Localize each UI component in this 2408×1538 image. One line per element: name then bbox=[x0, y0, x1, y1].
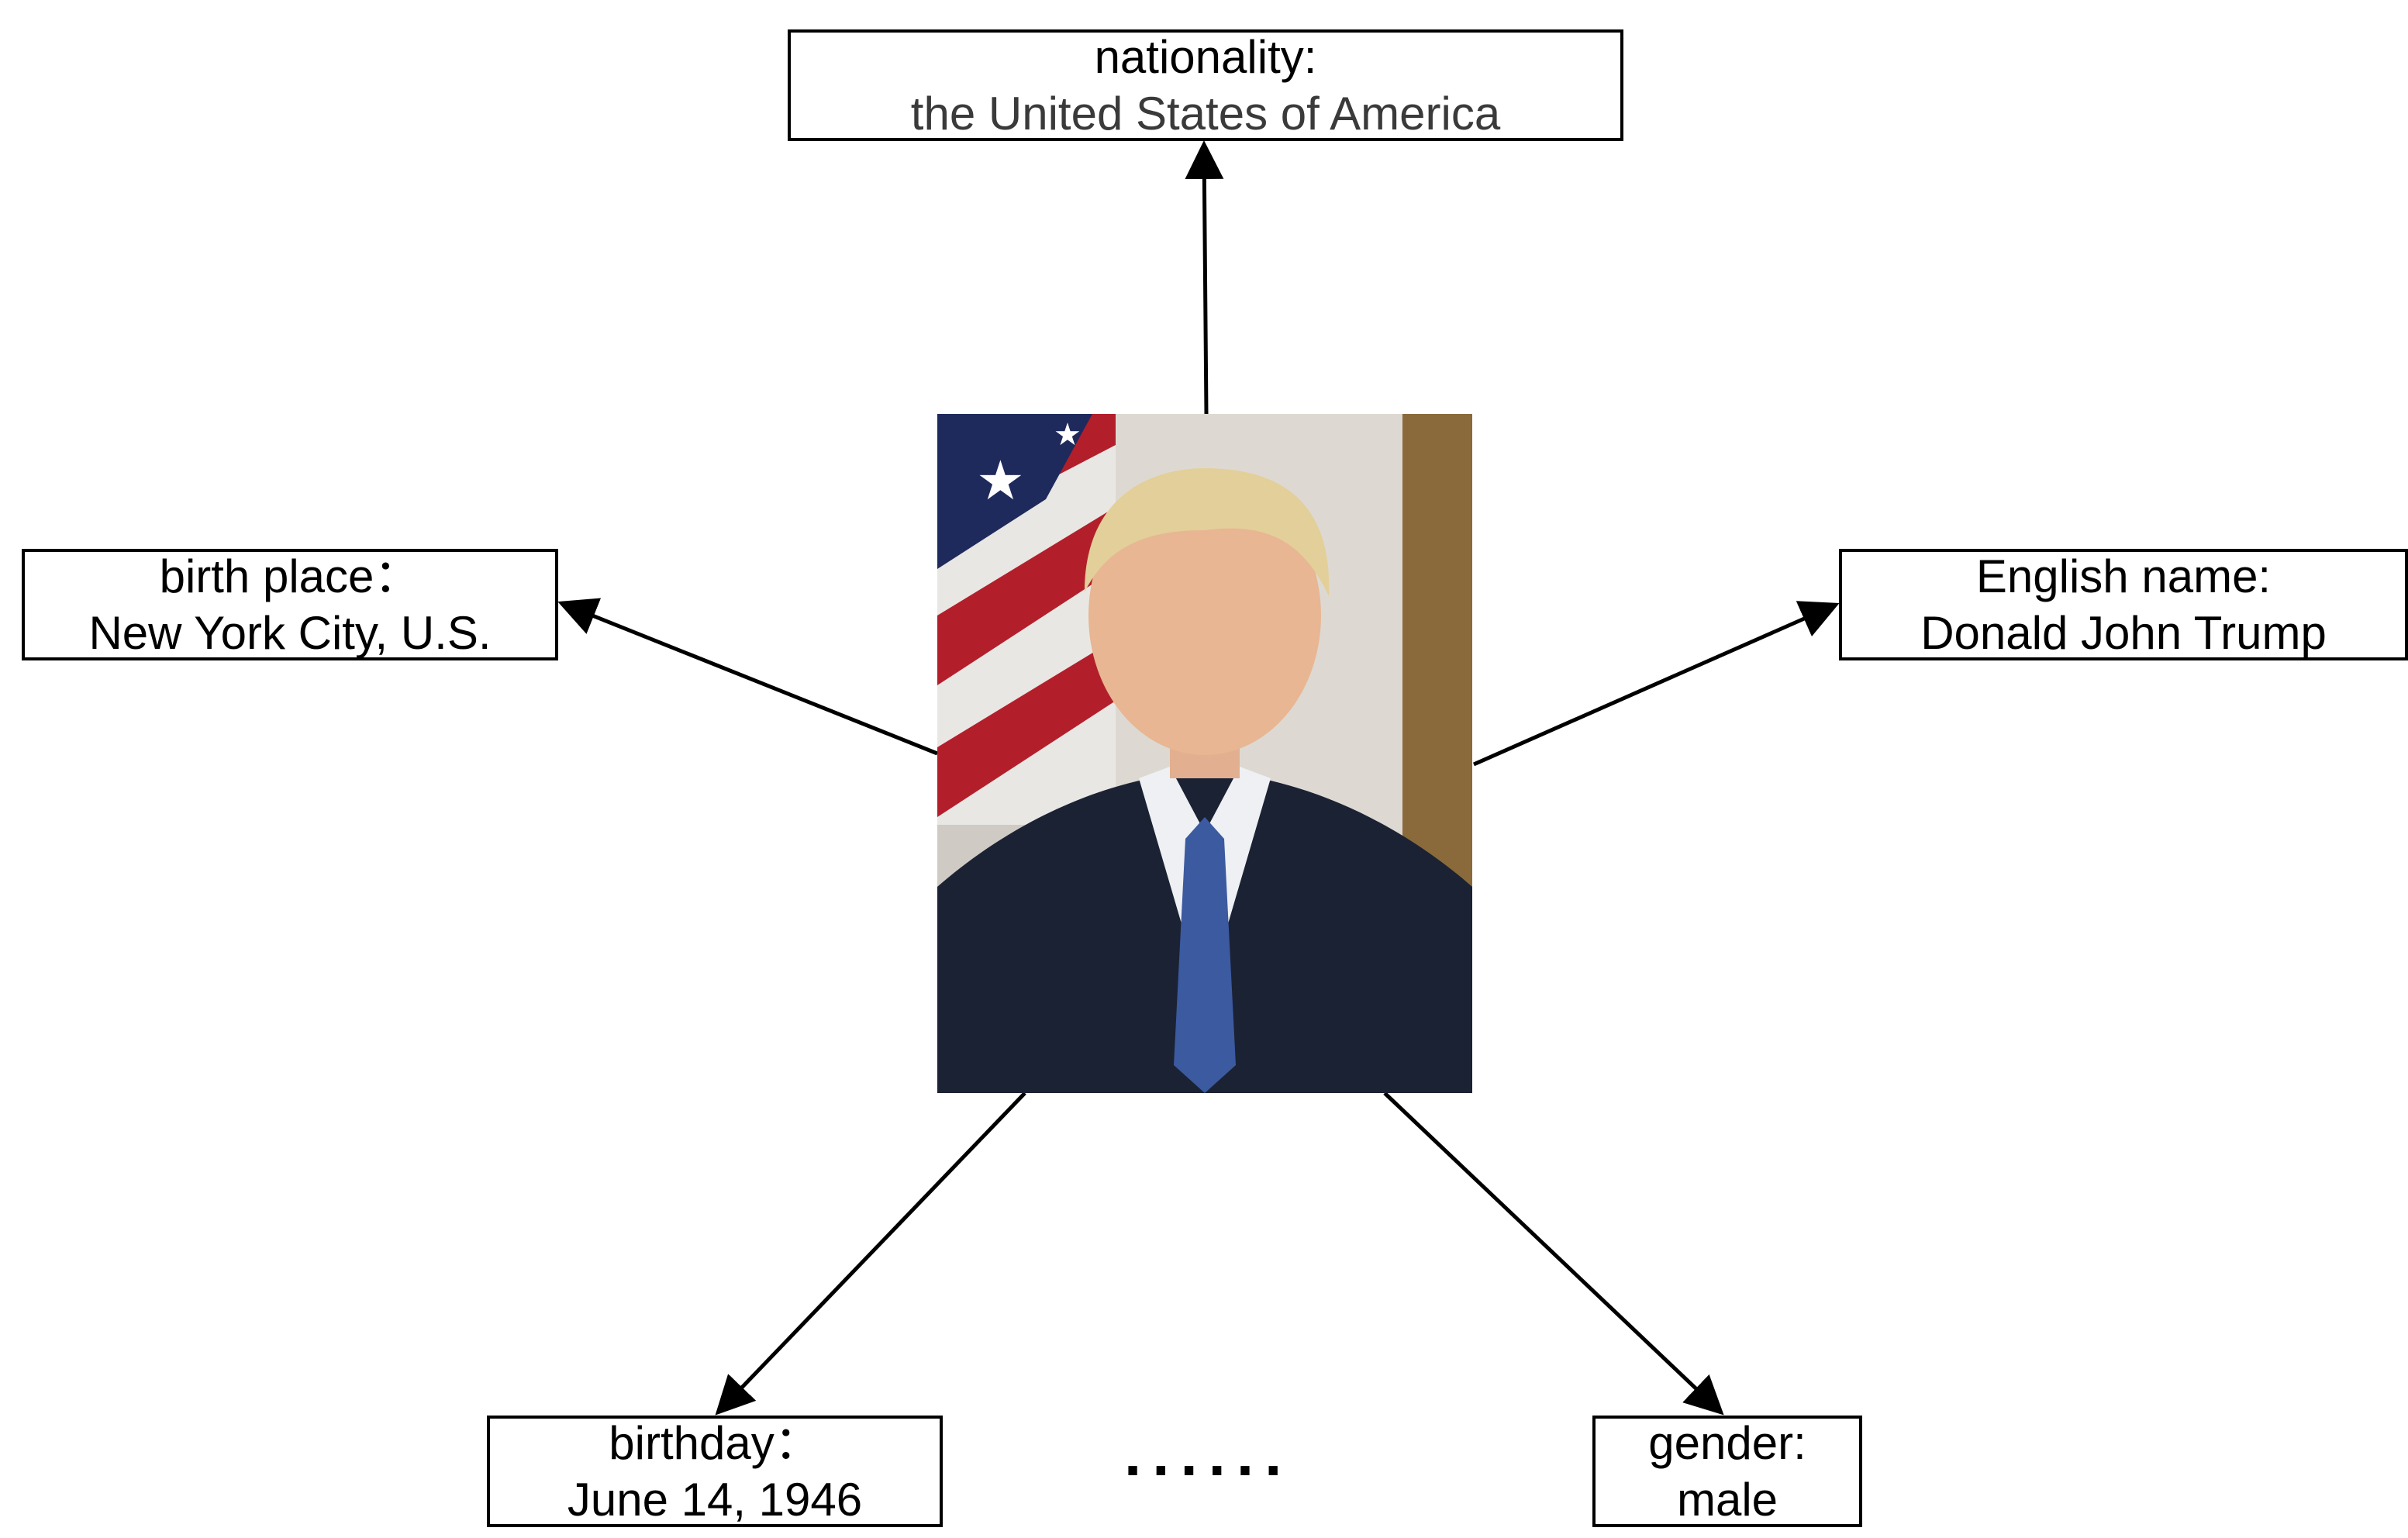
english-name-value: Donald John Trump bbox=[1920, 607, 2327, 659]
edge-to-birthday bbox=[715, 1091, 1026, 1416]
nationality-label: nationality: bbox=[1094, 30, 1317, 83]
birthday-value: June 14, 1946 bbox=[567, 1474, 863, 1526]
node-gender: gender: male bbox=[1592, 1416, 1862, 1527]
gender-value: male bbox=[1676, 1474, 1778, 1526]
svg-text:★: ★ bbox=[976, 449, 1025, 512]
node-birthday: birthday： June 14, 1946 bbox=[487, 1416, 943, 1527]
edge-to-english-name bbox=[1472, 601, 1840, 767]
node-english-name: English name: Donald John Trump bbox=[1839, 549, 2408, 660]
node-nationality: nationality: the United States of Americ… bbox=[788, 29, 1623, 141]
edge-to-gender bbox=[1383, 1091, 1724, 1416]
svg-text:★: ★ bbox=[1054, 417, 1082, 453]
gender-label: gender: bbox=[1648, 1416, 1806, 1469]
nationality-value: the United States of America bbox=[910, 88, 1501, 140]
center-portrait-photo: ★ ★ bbox=[937, 414, 1472, 1093]
flag-graphic: ★ ★ bbox=[937, 414, 1116, 825]
english-name-label: English name: bbox=[1975, 550, 2272, 602]
node-birth-place: birth place： New York City, U.S. bbox=[22, 549, 558, 660]
birth-place-label: birth place： bbox=[159, 550, 421, 602]
edge-to-birth-place bbox=[557, 598, 938, 756]
more-attributes-ellipsis: ...... bbox=[1124, 1419, 1293, 1488]
edge-to-nationality bbox=[1185, 140, 1224, 415]
portrait-illustration: ★ ★ bbox=[937, 414, 1472, 1093]
birth-place-value: New York City, U.S. bbox=[88, 607, 492, 659]
birthday-label: birthday： bbox=[609, 1416, 821, 1469]
